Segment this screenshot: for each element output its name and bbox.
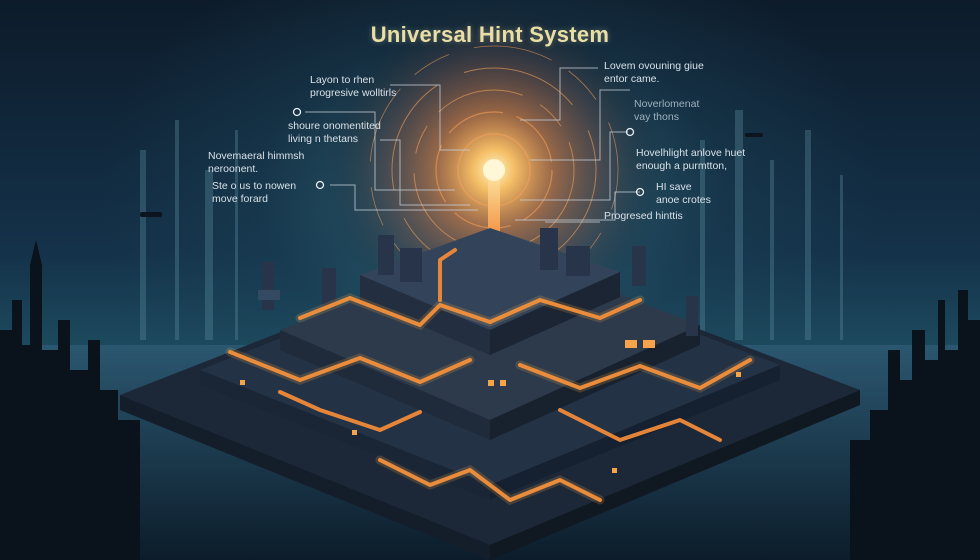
annotation-hi-save: HI save anoe crotes — [656, 181, 711, 206]
annotation-hovelhlight: Hovelhlight anlove huet enough a purmtto… — [636, 147, 746, 172]
glowing-paths — [228, 248, 752, 502]
city-towers — [258, 228, 698, 336]
background-streaks — [140, 110, 843, 340]
annotation-ste: Ste o us to nowen move forard — [212, 180, 297, 205]
page-title: Universal Hint System — [370, 22, 610, 47]
annotation-lovem: Lovem ovouning giue entor came. — [604, 60, 704, 85]
annotation-layon: Layon to rhen progresive wolltirls — [310, 74, 397, 99]
annotation-shoure: shoure onomentited living n thetans — [288, 120, 381, 145]
path-glow-halo — [225, 293, 755, 506]
skyline-right — [850, 290, 980, 560]
flying-craft — [140, 133, 763, 217]
beacon-core — [483, 159, 505, 181]
lit-windows — [240, 340, 741, 473]
beacon-beam — [488, 170, 500, 242]
leader-markers — [292, 107, 645, 197]
skyline-left — [0, 240, 140, 560]
city-structure — [120, 228, 860, 560]
annotation-novemaeral: Novemaeral himmsh neroonent. — [208, 150, 305, 175]
annotation-progresed: Progresed hinttis — [604, 210, 683, 222]
annotation-noverlomenat: Noverlomenat vay thons — [634, 98, 700, 123]
leader-lines — [305, 67, 640, 223]
